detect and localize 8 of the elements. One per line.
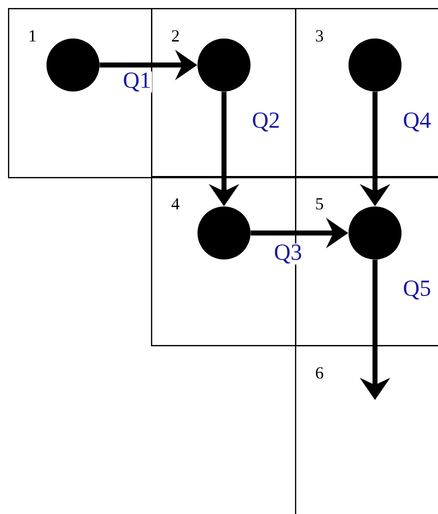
edge-label: Q1 — [122, 72, 152, 92]
dot — [348, 38, 402, 92]
edge-label: Q4 — [402, 112, 432, 132]
edge-label: Q5 — [402, 280, 432, 300]
grid-cell: 6 — [295, 345, 438, 514]
edge-label: Q2 — [250, 112, 282, 132]
dot — [46, 38, 100, 92]
edge-label: Q3 — [272, 244, 304, 264]
